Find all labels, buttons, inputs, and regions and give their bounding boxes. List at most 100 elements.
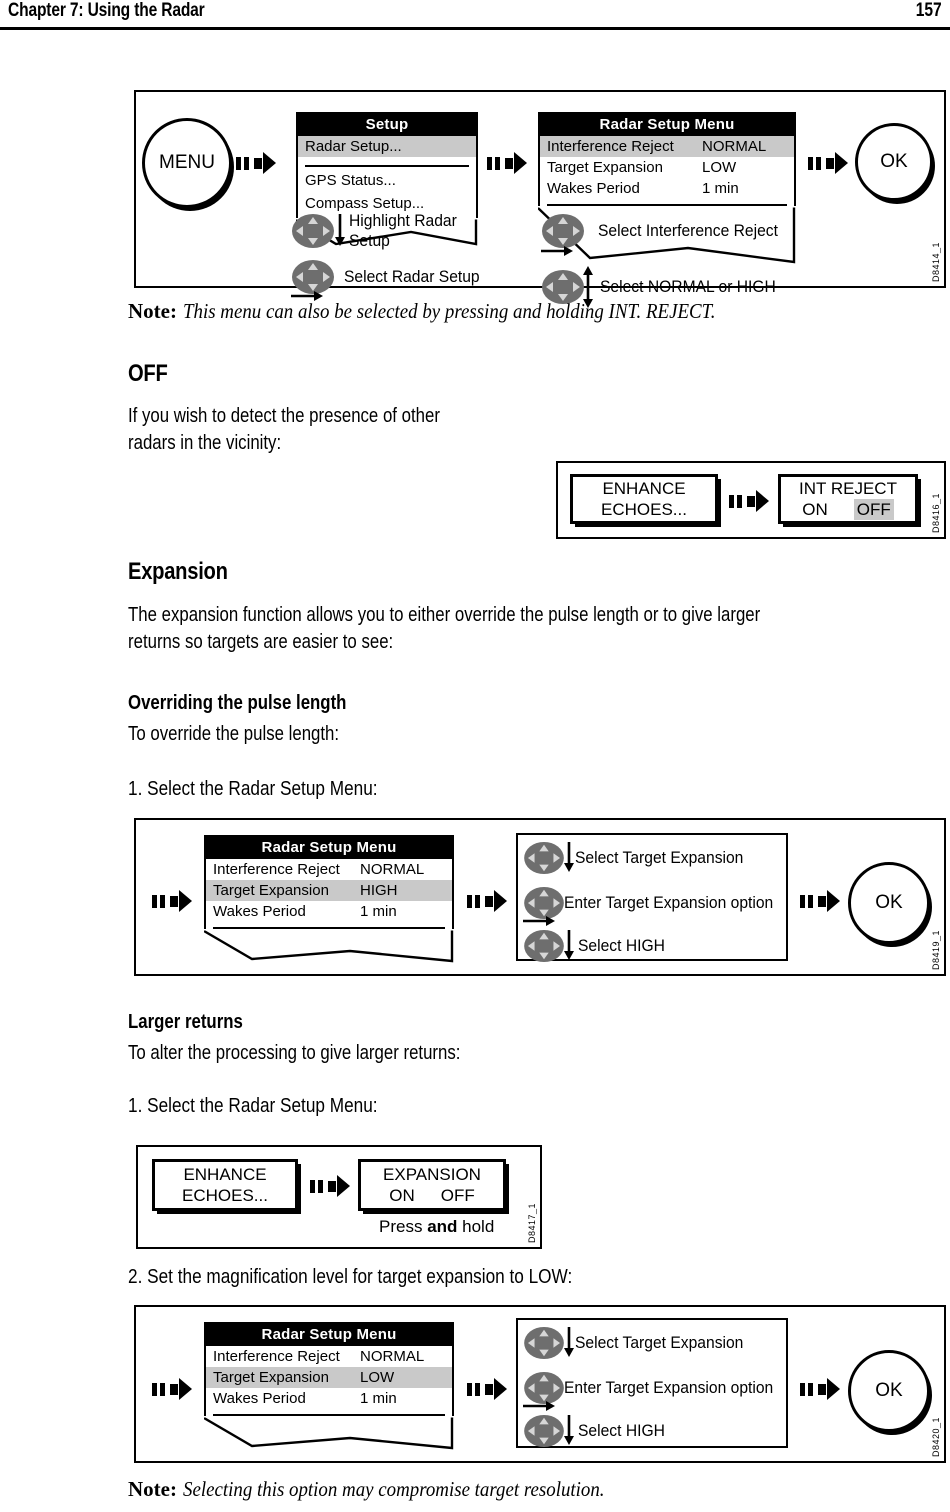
menu-item-gps-status[interactable]: GPS Status... (305, 172, 396, 189)
callout-select-high: Select HIGH (578, 1421, 665, 1440)
menu-separator (213, 927, 445, 929)
row-label: Wakes Period (547, 180, 640, 197)
softkey-line-2: ECHOES... (601, 500, 687, 519)
direction-updown-arrow-icon (583, 266, 593, 308)
softkey-option-on[interactable]: ON (389, 1186, 415, 1205)
row-label: Interference Reject (213, 861, 340, 878)
caption-bold: and (427, 1217, 458, 1236)
figure-4-id: D8417_1 (527, 1202, 537, 1243)
direction-right-arrow-icon (523, 1401, 555, 1411)
caption-post: hold (457, 1217, 495, 1236)
paragraph-off: If you wish to detect the presence of ot… (128, 405, 440, 454)
step-larger-1: 1. Select the Radar Setup Menu: (128, 1095, 378, 1117)
row-target-expansion[interactable]: Target Expansion LOW (540, 157, 794, 178)
callout-select-radar-setup: Select Radar Setup (344, 267, 480, 286)
softkey-int-reject[interactable]: INT REJECT ON OFF (778, 474, 918, 524)
callout-select-target-expansion: Select Target Expansion (575, 848, 744, 867)
direction-down-arrow-icon (564, 842, 574, 872)
row-target-expansion[interactable]: Target Expansion HIGH (206, 880, 452, 901)
callout-tail (204, 1416, 454, 1450)
note-text: Selecting this option may compromise tar… (182, 1477, 605, 1501)
figure-4-caption: Press and hold (379, 1217, 494, 1237)
softkey-enhance-echoes[interactable]: ENHANCE ECHOES... (152, 1159, 298, 1211)
row-value: HIGH (360, 882, 398, 899)
row-value: LOW (360, 1369, 395, 1386)
press-arrow-icon (808, 152, 848, 174)
trackpad-icon[interactable] (522, 929, 566, 968)
trackpad-icon[interactable] (522, 886, 566, 925)
press-arrow-icon (729, 490, 769, 512)
softkey-line-1: ENHANCE (183, 1165, 267, 1184)
softkey-option-off[interactable]: OFF (440, 1186, 475, 1205)
softkey-expansion[interactable]: EXPANSION ON OFF (358, 1159, 506, 1211)
press-arrow-icon (467, 1378, 507, 1400)
press-arrow-icon (487, 152, 527, 174)
row-value: LOW (702, 159, 737, 176)
setup-menu-title: Setup (298, 114, 476, 136)
callout-highlight-radar-setup: Highlight Radar Setup (349, 211, 457, 250)
callout-tail (538, 206, 796, 264)
softkey-option-on[interactable]: ON (802, 500, 828, 519)
row-wakes-period[interactable]: Wakes Period 1 min (206, 901, 452, 922)
ok-key-label: OK (875, 892, 903, 913)
caption-pre: Press (379, 1217, 428, 1236)
callout-select-high: Select HIGH (578, 936, 665, 955)
row-label: Wakes Period (213, 903, 306, 920)
menu-item-radar-setup[interactable]: Radar Setup... (298, 136, 476, 157)
trackpad-icon[interactable] (522, 1326, 566, 1365)
trackpad-icon[interactable] (522, 1371, 566, 1410)
row-label: Target Expansion (547, 159, 663, 176)
menu-key-label: MENU (159, 152, 215, 173)
ok-key[interactable]: OK (848, 1350, 930, 1432)
softkey-option-off[interactable]: OFF (853, 499, 894, 520)
row-interference-reject[interactable]: Interference Reject NORMAL (206, 859, 452, 880)
direction-right-arrow-icon (291, 291, 323, 301)
note-label: Note: (128, 299, 177, 323)
menu-item-compass-setup[interactable]: Compass Setup... (305, 195, 425, 212)
softkey-title: EXPANSION (383, 1165, 481, 1184)
callout-tail (204, 929, 454, 963)
press-arrow-icon (467, 890, 507, 912)
note-label: Note: (128, 1477, 177, 1501)
trackpad-icon[interactable] (522, 841, 566, 880)
paragraph-overriding: To override the pulse length: (128, 723, 340, 745)
figure-2-id: D8416_1 (931, 492, 941, 533)
trackpad-icon[interactable] (290, 213, 336, 254)
radar-setup-menu-panel: Radar Setup Menu Interference Reject NOR… (204, 835, 454, 963)
heading-larger-returns: Larger returns (128, 1011, 243, 1033)
heading-expansion: Expansion (128, 558, 228, 585)
menu-separator (305, 165, 469, 167)
row-wakes-period[interactable]: Wakes Period 1 min (540, 178, 794, 199)
page-number: 157 (916, 0, 942, 21)
paragraph-expansion: The expansion function allows you to eit… (128, 604, 761, 653)
trackpad-icon[interactable] (540, 269, 586, 310)
row-value: NORMAL (360, 861, 425, 878)
row-value: 1 min (702, 180, 739, 197)
menu-key[interactable]: MENU (142, 118, 232, 208)
figure-3-id: D8419_1 (931, 929, 941, 970)
row-interference-reject[interactable]: Interference Reject NORMAL (540, 136, 794, 157)
row-interference-reject[interactable]: Interference Reject NORMAL (206, 1346, 452, 1367)
trackpad-icon[interactable] (290, 259, 336, 300)
callout-enter-target-expansion-option: Enter Target Expansion option (564, 1378, 774, 1397)
step-overriding-1: 1. Select the Radar Setup Menu: (128, 778, 378, 800)
radar-setup-menu-panel: Radar Setup Menu Interference Reject NOR… (538, 112, 796, 264)
trackpad-icon[interactable] (540, 213, 586, 254)
radar-setup-menu-title: Radar Setup Menu (540, 114, 794, 136)
row-wakes-period[interactable]: Wakes Period 1 min (206, 1388, 452, 1409)
callout-select-interference-reject: Select Interference Reject (598, 221, 778, 240)
direction-down-arrow-icon (564, 930, 574, 960)
heading-overriding-pulse-length: Overriding the pulse length (128, 692, 347, 714)
ok-key[interactable]: OK (848, 862, 930, 944)
direction-right-arrow-icon (523, 916, 555, 926)
trackpad-icon[interactable] (522, 1414, 566, 1453)
row-value: 1 min (360, 1390, 397, 1407)
radar-setup-menu-panel: Radar Setup Menu Interference Reject NOR… (204, 1322, 454, 1450)
softkey-line-1: ENHANCE (602, 479, 686, 498)
row-target-expansion[interactable]: Target Expansion LOW (206, 1367, 452, 1388)
press-arrow-icon (152, 1378, 192, 1400)
ok-key[interactable]: OK (855, 123, 933, 201)
paragraph-larger-returns: To alter the processing to give larger r… (128, 1042, 461, 1064)
row-label: Wakes Period (213, 1390, 306, 1407)
softkey-enhance-echoes[interactable]: ENHANCE ECHOES... (570, 474, 718, 524)
